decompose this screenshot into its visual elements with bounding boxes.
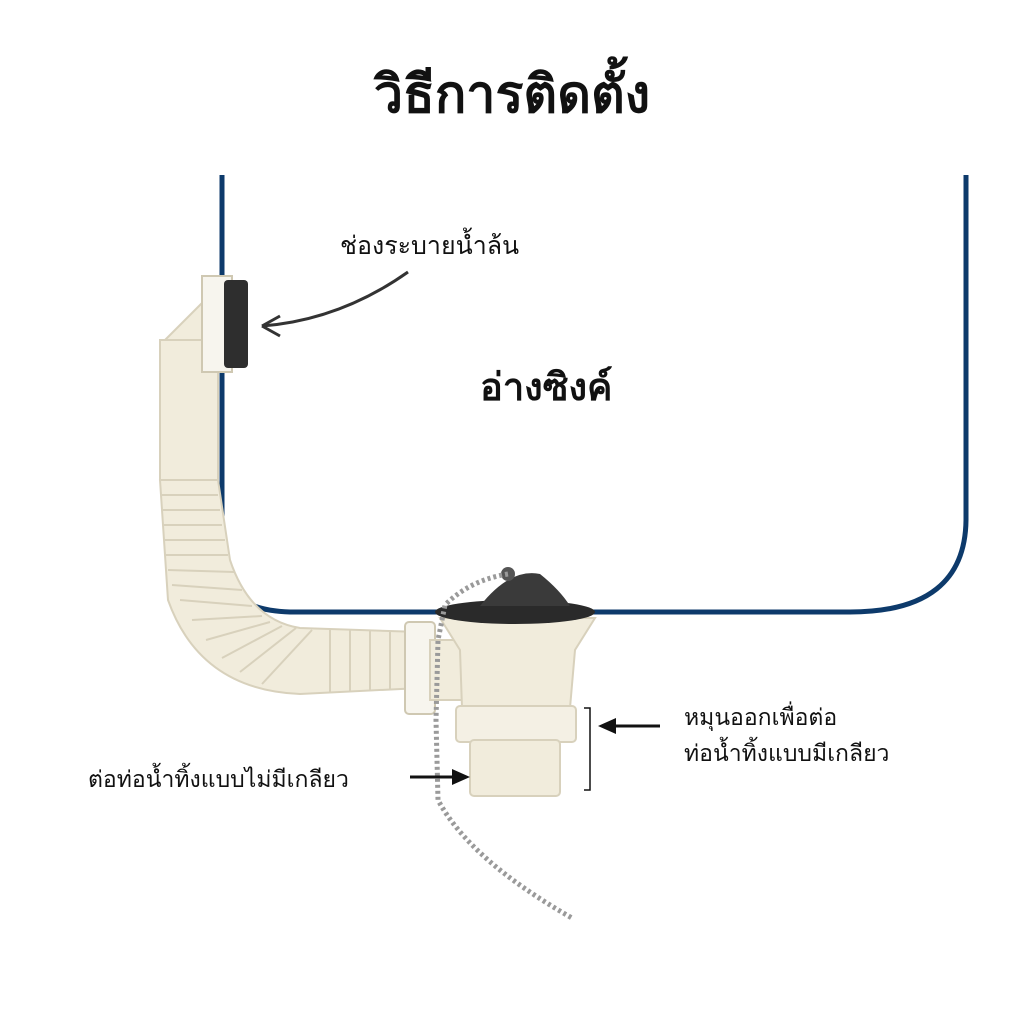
unthreaded-connection-note: ต่อท่อน้ำทิ้งแบบไม่มีเกลียว xyxy=(88,767,349,793)
right-note-bracket xyxy=(584,707,591,791)
page-title: วิธีการติดตั้ง xyxy=(373,65,651,125)
threaded-connection-note: หมุนออกเพื่อต่อ ท่อน้ำทิ้งแบบมีเกลียว xyxy=(684,700,889,772)
threaded-note-line-1: หมุนออกเพื่อต่อ xyxy=(684,705,838,731)
overflow-fitting xyxy=(201,275,248,373)
left-note-arrow-head xyxy=(452,769,470,785)
right-note-arrow-head xyxy=(598,718,616,734)
flexible-corrugated-pipe xyxy=(158,479,421,696)
overflow-arrow-head xyxy=(261,314,281,338)
overflow-hole-label: ช่องระบายน้ำล้น xyxy=(340,231,520,260)
ball-chain xyxy=(433,571,574,921)
drain-body xyxy=(404,617,597,797)
sink-label: อ่างซิงค์ xyxy=(480,365,613,409)
threaded-note-line-2: ท่อน้ำทิ้งแบบมีเกลียว xyxy=(684,741,890,767)
overflow-arrow xyxy=(261,270,409,328)
drain-stopper xyxy=(435,567,595,624)
